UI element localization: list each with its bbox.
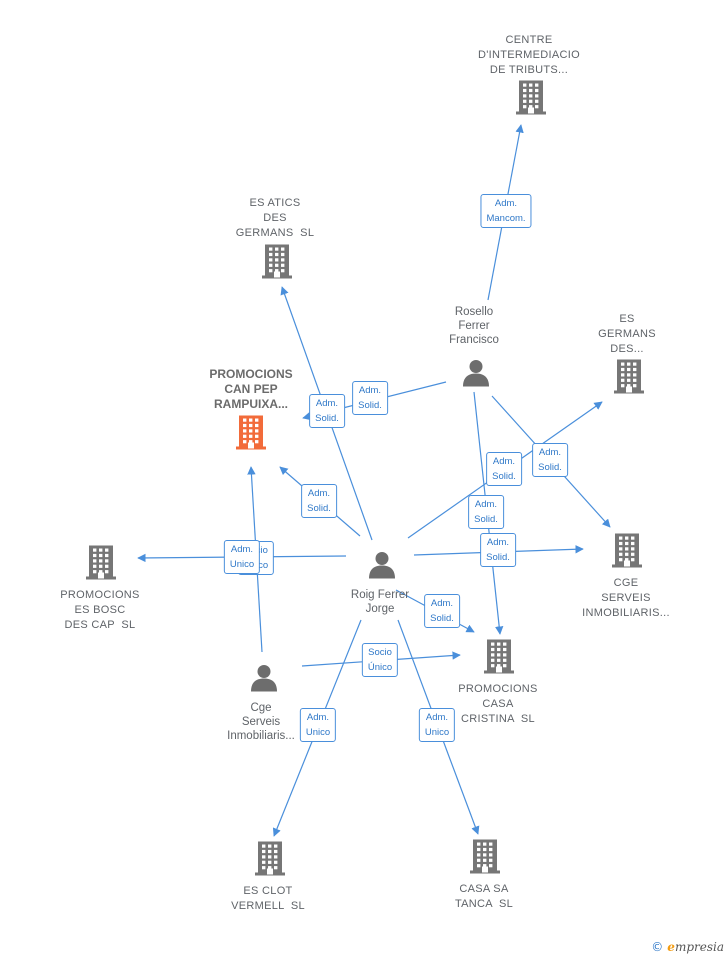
relation-label[interactable]: Socio Único [361,643,399,677]
company-label[interactable]: PROMOCIONS CASA CRISTINA SL [458,683,538,725]
building-icon-focus[interactable] [236,415,266,456]
building-icon[interactable] [614,359,644,400]
person-label[interactable]: Roig Ferrer Jorge [350,589,410,615]
person-icon[interactable] [461,358,491,393]
building-icon[interactable] [516,80,546,121]
relation-label[interactable]: Adm. Unico [418,708,456,742]
building-icon[interactable] [86,545,116,586]
relation-label[interactable]: Adm. Unico [223,540,261,574]
focus-company-label[interactable]: PROMOCIONS CAN PEP RAMPUIXA... [209,367,293,411]
relation-label[interactable]: Adm. Solid. [309,394,345,428]
building-icon[interactable] [484,639,514,680]
relation-label[interactable]: Adm. Solid. [468,495,504,529]
building-icon[interactable] [262,244,292,285]
building-icon[interactable] [470,839,500,880]
relation-label[interactable]: Adm. Solid. [424,594,460,628]
person-label[interactable]: Cge Serveis Inmobiliaris... [227,702,295,742]
person-icon[interactable] [249,663,279,698]
building-icon[interactable] [255,841,285,882]
company-label[interactable]: ES CLOT VERMELL SL [231,885,305,912]
building-icon[interactable] [612,533,642,574]
company-label[interactable]: CENTRE D'INTERMEDIACIO DE TRIBUTS... [478,34,580,76]
company-label[interactable]: PROMOCIONS ES BOSC DES CAP SL [60,589,140,631]
relation-label[interactable]: Adm. Solid. [301,484,337,518]
relation-label[interactable]: Adm. Solid. [352,381,388,415]
relation-label[interactable]: Adm. Solid. [480,533,516,567]
company-label[interactable]: ES ATICS DES GERMANS SL [235,197,315,239]
copyright-symbol: © [651,940,664,954]
person-icon[interactable] [367,550,397,585]
relation-label[interactable]: Adm. Solid. [486,452,522,486]
brand-logo-initial: e [667,940,675,954]
relation-label[interactable]: Adm. Unico [299,708,337,742]
brand-name: mpresia [674,940,724,954]
brand-watermark: ©empresia [651,940,724,954]
company-label[interactable]: ES GERMANS DES... [598,313,656,355]
person-label[interactable]: Rosello Ferrer Francisco [449,306,499,346]
relation-label[interactable]: Adm. Mancom. [480,194,532,228]
relation-label[interactable]: Adm. Solid. [532,443,568,477]
company-label[interactable]: CASA SA TANCA SL [454,883,514,910]
company-label[interactable]: CGE SERVEIS INMOBILIARIS... [582,577,670,619]
